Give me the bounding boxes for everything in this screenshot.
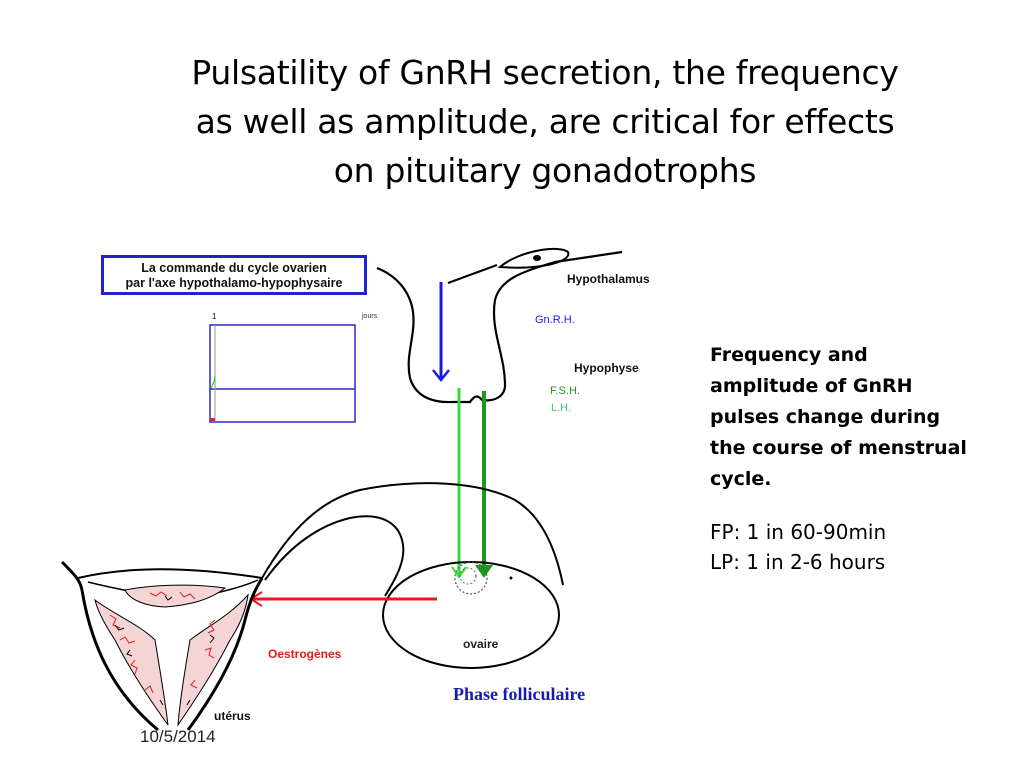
ovary-dot bbox=[509, 576, 513, 580]
side-line: cycle. bbox=[710, 468, 772, 490]
fsh-arrow bbox=[451, 388, 467, 579]
label-hypophyse: Hypophyse bbox=[574, 361, 639, 375]
side-line: amplitude of GnRH bbox=[710, 375, 913, 397]
label-uterus: utérus bbox=[214, 709, 251, 723]
side-line: pulses change during bbox=[710, 406, 941, 428]
diagram-title-line: La commande du cycle ovarien bbox=[141, 261, 327, 275]
title-line: on pituitary gonadotrophs bbox=[333, 151, 757, 190]
hypothalamus-tract-line bbox=[447, 264, 498, 284]
side-explanation-frequencies: FP: 1 in 60-90min LP: 1 in 2-6 hours bbox=[710, 517, 1020, 577]
uterus-drawing bbox=[60, 560, 264, 732]
side-explanation: Frequency and amplitude of GnRH pulses c… bbox=[710, 340, 1020, 577]
hypothalamus-outline bbox=[376, 250, 623, 404]
fallopian-tube-inner bbox=[264, 515, 405, 597]
mini-chart-tick-label: 1 bbox=[212, 312, 217, 321]
label-ovaire: ovaire bbox=[463, 637, 499, 651]
label-oestrogenes: Oestrogènes bbox=[268, 647, 342, 661]
gnrh-arrow bbox=[432, 282, 450, 383]
label-gnrh: Gn.R.H. bbox=[535, 314, 575, 326]
follicle-core bbox=[459, 567, 477, 585]
label-fsh: F.S.H. bbox=[550, 385, 580, 397]
side-line: Frequency and bbox=[710, 344, 868, 366]
frequency-fp: FP: 1 in 60-90min bbox=[710, 520, 887, 544]
slide-title: Pulsatility of GnRH secretion, the frequ… bbox=[110, 48, 980, 195]
lh-arrow bbox=[475, 391, 493, 578]
title-line: as well as amplitude, are critical for e… bbox=[195, 102, 895, 141]
label-lh: L.H. bbox=[551, 402, 572, 414]
hypothalamus-nucleus bbox=[497, 248, 570, 269]
hypothalamus-nucleus-dot bbox=[533, 255, 541, 261]
footer-date: 10/5/2014 bbox=[140, 727, 216, 746]
follicle bbox=[454, 561, 488, 595]
fallopian-tube-outer bbox=[261, 482, 564, 586]
side-line: the course of menstrual bbox=[710, 437, 967, 459]
mini-cycle-chart bbox=[209, 324, 356, 423]
frequency-lp: LP: 1 in 2-6 hours bbox=[710, 550, 886, 574]
side-explanation-bold: Frequency and amplitude of GnRH pulses c… bbox=[710, 340, 1020, 495]
oestrogenes-arrow bbox=[249, 591, 437, 607]
mini-chart-frame bbox=[209, 324, 356, 423]
label-hypothalamus: Hypothalamus bbox=[567, 272, 650, 286]
ovary-outline bbox=[382, 561, 560, 669]
mini-chart-green-trace bbox=[210, 375, 216, 389]
diagram-title-line: par l'axe hypothalamo-hypophysaire bbox=[125, 276, 343, 290]
diagram-title-box: La commande du cycle ovarien par l'axe h… bbox=[101, 255, 367, 295]
title-line: Pulsatility of GnRH secretion, the frequ… bbox=[191, 53, 899, 92]
label-phase-folliculaire: Phase folliculaire bbox=[453, 684, 586, 704]
mini-chart-unit-label: jours bbox=[362, 313, 378, 320]
mini-chart-red-trace bbox=[210, 418, 215, 421]
